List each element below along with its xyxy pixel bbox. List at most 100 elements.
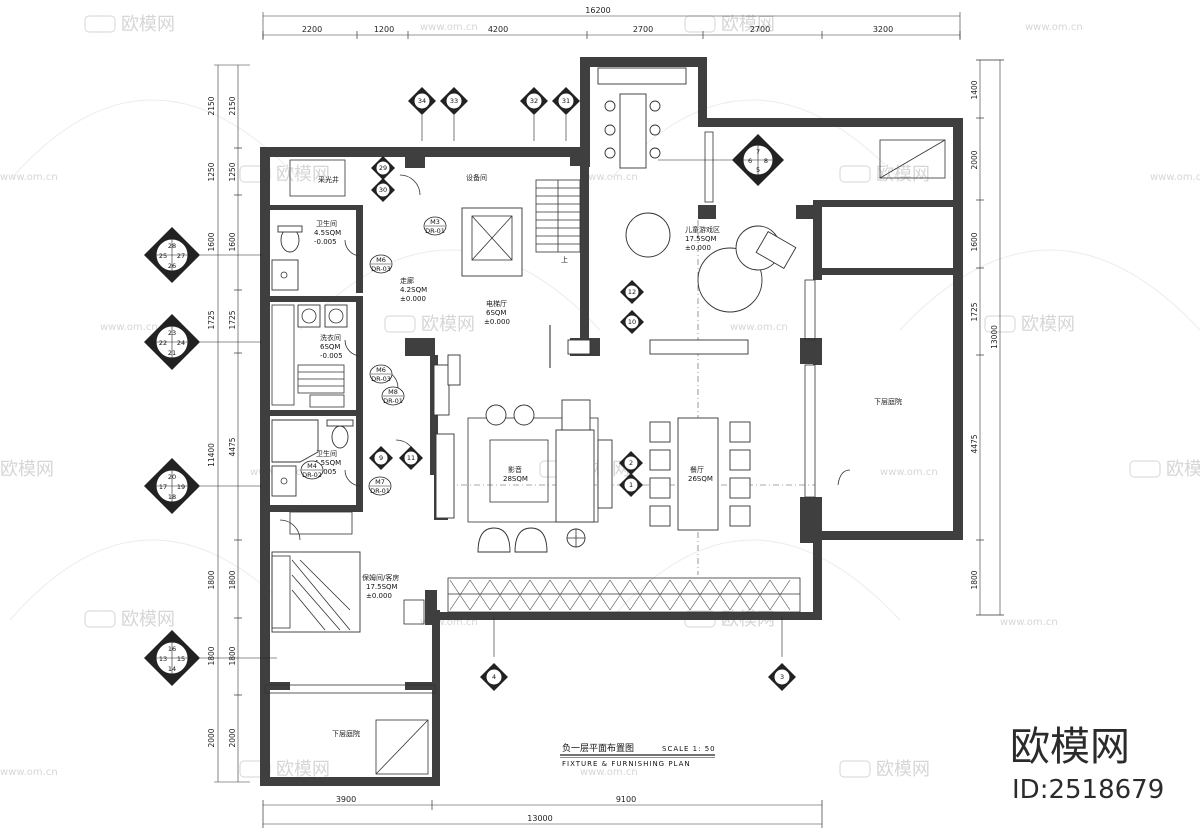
elev-label: 28 [168, 242, 176, 250]
room-elevator-hall-name: 电梯厅 [486, 299, 507, 308]
brand-id: ID:2518679 [1012, 775, 1164, 805]
walls [260, 57, 963, 786]
dim-left-i3: 1600 [228, 232, 237, 251]
elev-label: 23 [168, 329, 176, 337]
watermark-site: www.om.cn [1025, 22, 1083, 33]
room-kids-area: 17.5SQM [685, 235, 717, 243]
dim-right-4: 1725 [970, 302, 979, 321]
dim-left-o4: 1725 [207, 310, 216, 329]
door-m8-code: M8 [388, 388, 398, 396]
door-m3-sub: DR-01 [425, 227, 445, 235]
elev-label: 26 [168, 262, 176, 270]
room-bath2-level: -0.005 [314, 468, 337, 476]
elevation-marker-7-6-8-5: 7 6 8 5 [658, 134, 784, 186]
elev-label: 25 [159, 252, 167, 260]
elevation-markers: 28 25 27 26 23 22 24 21 20 17 19 18 [144, 87, 796, 691]
room-corridor-area: 4.2SQM [400, 286, 427, 294]
elev-label: 11 [407, 454, 415, 462]
door-m6a-code: M6 [376, 256, 386, 264]
dim-right-2: 2000 [970, 150, 979, 169]
dim-left-o3: 1600 [207, 232, 216, 251]
watermark-logo: 欧模网 [876, 759, 930, 780]
elev-label: 31 [562, 97, 570, 105]
room-bath1-level: -0.005 [314, 238, 337, 246]
elev-label: 14 [168, 665, 176, 673]
elevation-marker-1: 1 [619, 473, 643, 497]
elev-label: 15 [177, 655, 185, 663]
elevation-marker-31: 31 [552, 87, 580, 141]
elev-label: 10 [628, 318, 636, 326]
room-laundry-area: 6SQM [320, 343, 340, 351]
room-corridor-level: ±0.000 [400, 295, 426, 303]
door-m6b-code: M6 [376, 366, 386, 374]
elevation-marker-10: 10 [620, 310, 644, 334]
elev-label: 12 [628, 288, 636, 296]
room-theater-area: 28SQM [503, 475, 528, 483]
room-dining-name: 餐厅 [690, 465, 704, 474]
door-m7-sub: DR-01 [370, 487, 390, 495]
dim-top-4: 2700 [633, 25, 653, 34]
dim-right-5: 4475 [970, 434, 979, 453]
dim-top-6: 3200 [873, 25, 893, 34]
watermark-site: www.om.cn [580, 767, 638, 778]
drawing-scale: SCALE 1: 50 [662, 745, 716, 753]
dim-total-right: 13000 [990, 325, 999, 349]
door-m6b-sub: DR-03 [371, 375, 391, 383]
room-label-lightwell: 采光井 [318, 175, 339, 184]
elevation-marker-30: 30 [371, 178, 395, 202]
watermark-site: www.om.cn [100, 322, 158, 333]
drawing-title-en: FIXTURE & FURNISHING PLAN [562, 760, 691, 768]
room-bath1-area: 4.5SQM [314, 229, 341, 237]
elev-label: 22 [159, 339, 167, 347]
elevation-marker-32: 32 [520, 87, 548, 141]
room-guest-area: 17.5SQM [366, 583, 398, 591]
elevation-marker-33: 33 [440, 87, 468, 141]
elev-label: 17 [159, 483, 167, 491]
dim-left-o8: 2000 [207, 728, 216, 747]
brand-name: 欧模网 [1010, 724, 1130, 770]
room-dining-area: 26SQM [688, 475, 713, 483]
elevation-marker-34: 34 [408, 87, 436, 141]
elev-label: 21 [168, 349, 176, 357]
room-lower-court-bottom: 下层庭院 [332, 729, 360, 738]
elevation-marker-4: 4 [480, 617, 508, 691]
room-elevator-hall-level: ±0.000 [484, 318, 510, 326]
door-m3-code: M3 [430, 218, 440, 226]
watermark-logo: 欧模网 [421, 314, 475, 335]
elevation-marker-11: 11 [399, 446, 423, 470]
door-m7-code: M7 [375, 478, 385, 486]
room-laundry-level: -0.005 [320, 352, 343, 360]
elevation-marker-23-22-24-21: 23 22 24 21 [144, 314, 262, 370]
elevation-marker-9: 9 [369, 446, 393, 470]
room-label-equipment: 设备间 [466, 173, 487, 182]
dim-left-i4: 1725 [228, 310, 237, 329]
room-bath1-name: 卫生间 [316, 219, 337, 228]
dim-left-o6: 1800 [207, 570, 216, 589]
room-bath2-name: 卫生间 [316, 449, 337, 458]
watermark-site: www.om.cn [880, 467, 938, 478]
door-m4-code: M4 [307, 462, 317, 470]
dim-top-5: 2700 [750, 25, 770, 34]
elevation-marker-3: 3 [768, 617, 796, 691]
dim-top-2: 1200 [374, 25, 394, 34]
watermark-logo: 欧模网 [276, 759, 330, 780]
dim-left-i2: 1250 [228, 162, 237, 181]
dim-top-1: 2200 [302, 25, 322, 34]
elev-label: 29 [379, 164, 387, 172]
watermark-logo: 欧模网 [1166, 459, 1200, 480]
watermark-logo: 欧模网 [876, 164, 930, 185]
elev-label: 6 [748, 157, 752, 165]
dim-total-left: 11400 [207, 443, 216, 467]
room-kids-name: 儿童游戏区 [685, 225, 720, 234]
dim-right-3: 1600 [970, 232, 979, 251]
watermark-logo: 欧模网 [121, 14, 175, 35]
dimension-lines: 16200 2200 1200 4200 2700 2700 3200 3900… [207, 6, 1004, 828]
watermark-site: www.om.cn [730, 322, 788, 333]
watermark-logo: 欧模网 [1021, 314, 1075, 335]
watermark-logo: 欧模网 [0, 459, 54, 480]
elev-label: 4 [492, 673, 496, 681]
elevation-marker-16-13-15-14: 16 13 15 14 [144, 630, 277, 686]
elevation-marker-28-25-27-26: 28 25 27 26 [144, 227, 262, 283]
room-guest-level: ±0.000 [366, 592, 392, 600]
